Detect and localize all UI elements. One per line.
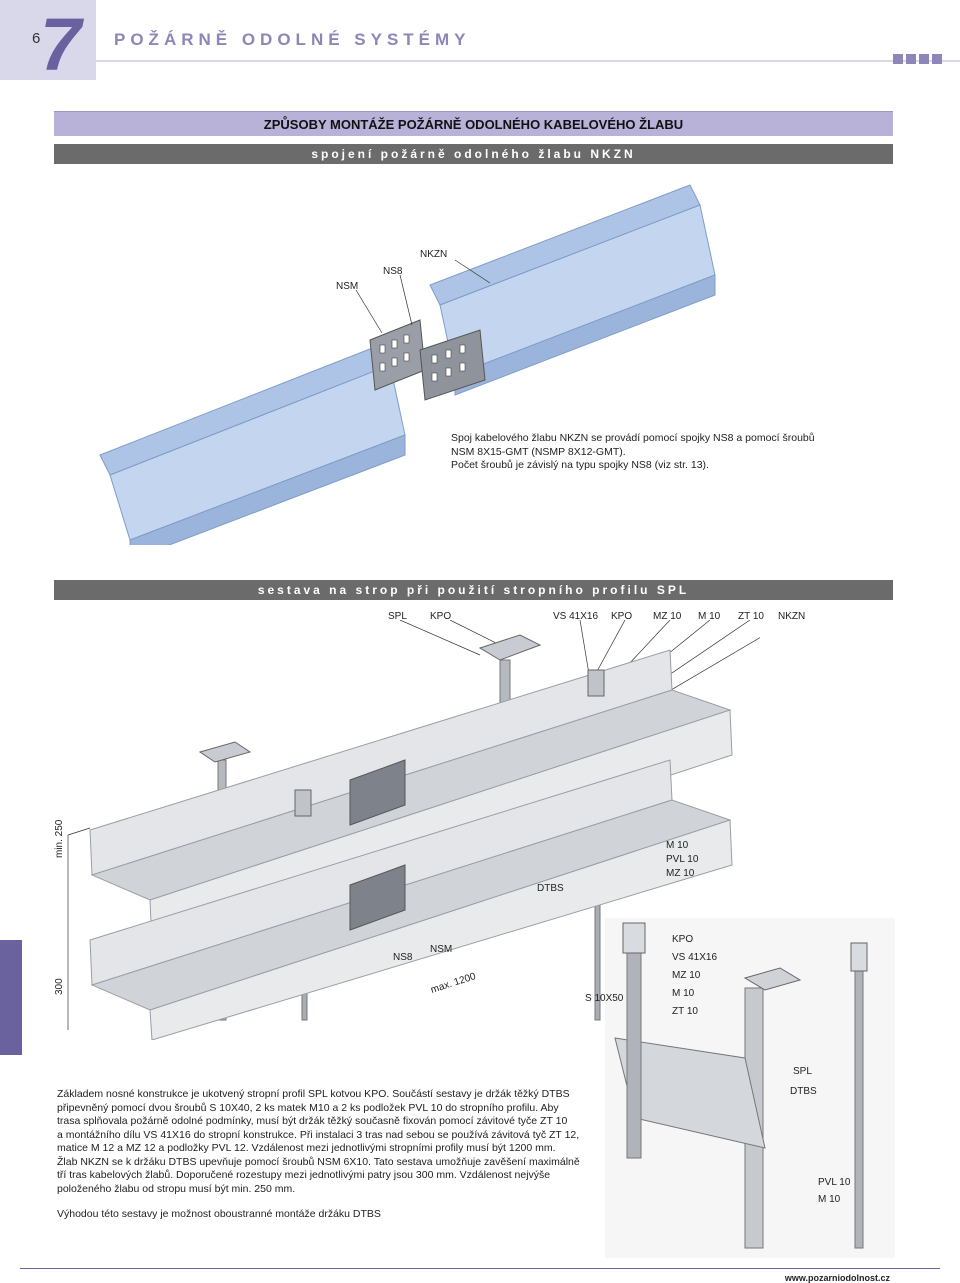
header-decoration	[893, 54, 942, 64]
label-kpo-2: KPO	[611, 611, 633, 622]
detail-label-zt10: ZT 10	[672, 1006, 698, 1017]
label-m10-right: M 10	[666, 840, 689, 851]
label-zt10: ZT 10	[738, 611, 764, 622]
label-nsm-bottom: NSM	[430, 944, 453, 955]
detail-label-kpo: KPO	[672, 934, 694, 945]
subtitle-bar-2: sestava na strop při použití stropního p…	[54, 580, 893, 600]
label-mz10-right: MZ 10	[666, 868, 695, 879]
footer-rule	[20, 1268, 940, 1269]
detail-label-vs41x16: VS 41X16	[672, 952, 718, 963]
assembly-description-line: tří tras kabelových žlabů. Doporučené ro…	[57, 1169, 551, 1181]
footer-url[interactable]: www.pozarniodolnost.cz	[784, 1273, 890, 1283]
label-nkzn-2: NKZN	[778, 611, 806, 622]
assembly-description-line: a montážního dílu VS 41X16 do stropní ko…	[57, 1128, 580, 1141]
label-min-250: min. 250	[54, 819, 65, 858]
chapter-number: 7	[40, 3, 81, 86]
subtitle-bar-1: spojení požárně odolného žlabu NKZN	[54, 144, 893, 164]
assembly-note: Výhodou této sestavy je možnost oboustra…	[57, 1208, 381, 1220]
joint-description-line: NSM 8X15-GMT (NSMP 8X12-GMT).	[451, 445, 626, 458]
detail-label-spl: SPL	[793, 1066, 812, 1077]
label-mz10: MZ 10	[653, 611, 682, 622]
side-tab	[0, 940, 22, 1055]
label-dtbs: DTBS	[537, 883, 564, 894]
detail-label-dtbs: DTBS	[790, 1086, 817, 1097]
detail-label-s10x50: S 10X50	[585, 993, 624, 1004]
label-kpo: KPO	[430, 611, 452, 622]
detail-label-mz10: MZ 10	[672, 970, 701, 981]
label-nsm: NSM	[336, 281, 359, 292]
header-rule	[96, 60, 960, 62]
assembly-description-line: matice M 12 a MZ 12 a podložky PVL 12. V…	[57, 1142, 556, 1154]
label-pvl10-right: PVL 10	[666, 854, 699, 865]
detail-label-m10-2: M 10	[818, 1194, 841, 1205]
ceiling-assembly-illustration	[67, 620, 760, 1040]
header-accent-box	[0, 0, 96, 80]
page-number: 6	[32, 30, 41, 47]
section-title: ZPŮSOBY MONTÁŽE POŽÁRNĚ ODOLNÉHO KABELOV…	[54, 111, 893, 136]
detail-label-pvl10: PVL 10	[818, 1177, 851, 1188]
label-nkzn: NKZN	[420, 249, 448, 260]
tray-joint-illustration	[99, 184, 716, 545]
assembly-description-line: Žlab NKZN se k držáku DTBS upevňuje pomo…	[57, 1155, 580, 1168]
assembly-description-line: připevněný pomocí dvou šroubů S 10X40, 2…	[57, 1101, 559, 1114]
assembly-description-line: Základem nosné konstrukce je ukotvený st…	[57, 1088, 570, 1100]
assembly-description-line: položeného žlabu od stropu musí být min.…	[57, 1182, 296, 1195]
assembly-description: Základem nosné konstrukce je ukotvený st…	[57, 1088, 602, 1196]
label-300: 300	[54, 978, 65, 995]
detail-illustration	[605, 918, 895, 1258]
detail-label-m10: M 10	[672, 988, 695, 999]
joint-description-line: Spoj kabelového žlabu NKZN se provádí po…	[451, 432, 815, 444]
assembly-description-line: trasa splňovala požárně odolné podmínky,…	[57, 1115, 568, 1127]
joint-description: Spoj kabelového žlabu NKZN se provádí po…	[451, 432, 893, 473]
label-ns8: NS8	[383, 266, 403, 277]
label-spl: SPL	[388, 611, 407, 622]
label-vs41x16: VS 41X16	[553, 611, 599, 622]
label-m10: M 10	[698, 611, 721, 622]
chapter-title: POŽÁRNĚ ODOLNÉ SYSTÉMY	[114, 30, 471, 49]
label-ns8-bottom: NS8	[393, 952, 413, 963]
joint-description-line: Počet šroubů je závislý na typu spojky N…	[451, 459, 709, 471]
